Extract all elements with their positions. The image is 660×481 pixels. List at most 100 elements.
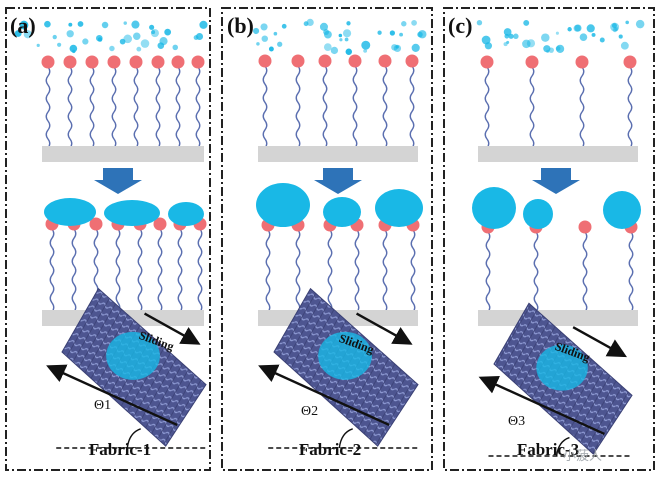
panel-a-title: Fabric-1 — [88, 440, 152, 459]
alkyl-chain — [533, 231, 539, 313]
water-droplet — [401, 21, 407, 27]
sliding-droplet — [318, 331, 372, 380]
water-droplet — [614, 26, 619, 32]
water-droplet — [323, 29, 330, 36]
gravity-arrow — [478, 375, 605, 436]
water-droplet — [57, 42, 62, 47]
water-droplet — [319, 22, 328, 31]
water-droplet — [104, 200, 160, 226]
polar-head — [107, 55, 121, 69]
water-droplet — [252, 27, 260, 35]
down-arrow-body — [541, 168, 571, 180]
substrate — [42, 146, 204, 162]
water-droplet — [19, 20, 29, 30]
water-droplet — [157, 42, 165, 49]
water-droplet — [481, 35, 491, 45]
water-droplet — [375, 189, 423, 227]
water-droplet — [256, 183, 310, 227]
water-droplet — [526, 39, 536, 48]
alkyl-chain — [354, 229, 360, 313]
water-droplet — [513, 33, 519, 40]
sliding-droplet — [536, 344, 588, 391]
water-droplet — [69, 44, 78, 53]
water-droplet — [567, 27, 572, 32]
water-droplet — [14, 30, 22, 37]
gravity-arrow — [258, 364, 390, 427]
alkyl-chain — [177, 228, 183, 313]
polar-head — [578, 220, 592, 234]
substrate — [258, 146, 418, 162]
alkyl-chain — [409, 65, 415, 149]
polar-head — [151, 55, 165, 69]
water-droplet — [72, 49, 76, 54]
polar-head — [480, 55, 494, 69]
water-droplet — [586, 24, 595, 33]
water-droplet — [330, 46, 339, 55]
polar-head — [348, 54, 362, 68]
water-droplet — [123, 34, 132, 44]
sliding-arrow — [143, 312, 201, 345]
water-droplet — [620, 41, 629, 50]
water-droplet — [635, 19, 645, 29]
alkyl-chain — [89, 66, 95, 149]
substrate — [478, 310, 638, 326]
water-droplet — [66, 30, 74, 38]
water-droplet — [573, 24, 581, 32]
alkyl-chain — [579, 66, 585, 149]
panel-b-title: Fabric-2 — [298, 440, 362, 459]
water-droplet — [281, 23, 287, 29]
water-droplet — [149, 24, 155, 30]
alkyl-chain — [322, 65, 328, 149]
water-droplet — [133, 32, 141, 40]
panel-b-graphics — [252, 18, 427, 449]
alkyl-chain — [195, 66, 201, 149]
water-droplet — [599, 37, 605, 43]
water-droplet — [96, 34, 103, 42]
water-droplet — [393, 44, 402, 53]
water-droplet — [399, 32, 403, 37]
water-droplet — [256, 42, 260, 46]
polar-head — [41, 55, 55, 69]
water-droplet — [131, 20, 140, 29]
polar-head — [318, 54, 332, 68]
water-droplet — [612, 27, 618, 33]
water-droplet — [199, 20, 208, 29]
water-droplet — [68, 22, 73, 27]
water-droplet — [339, 38, 343, 42]
polar-head — [153, 217, 167, 231]
polar-head — [191, 55, 205, 69]
water-droplet — [338, 33, 343, 38]
water-droplet — [377, 30, 382, 35]
polar-head — [63, 55, 77, 69]
water-droplet — [472, 187, 516, 229]
water-droplet — [23, 30, 32, 39]
water-droplet — [52, 34, 57, 40]
water-droplet — [555, 31, 559, 35]
water-droplet — [555, 46, 561, 51]
water-droplet — [196, 32, 204, 41]
water-droplet — [164, 28, 172, 36]
water-droplet — [323, 43, 332, 51]
water-droplet — [346, 21, 351, 26]
water-droplet — [82, 38, 89, 45]
alkyl-chain — [157, 228, 163, 313]
polar-head — [623, 55, 637, 69]
water-droplet — [522, 39, 531, 49]
water-droplet — [268, 46, 274, 52]
water-droplet — [44, 20, 51, 28]
angle-arc — [126, 428, 141, 449]
sliding-droplet — [106, 331, 160, 380]
alkyl-chain — [484, 66, 490, 149]
panel-a-label: (a) — [10, 13, 36, 38]
polar-head — [405, 54, 419, 68]
polar-head — [575, 55, 589, 69]
alkyl-chain — [111, 66, 117, 149]
alkyl-chain — [382, 65, 388, 149]
panel-c-label: (c) — [448, 13, 473, 38]
water-droplet — [618, 34, 623, 39]
alkyl-chain — [265, 229, 271, 313]
water-droplet — [546, 49, 550, 53]
water-droplet — [123, 21, 127, 25]
water-droplet — [541, 33, 550, 42]
sliding-arrow — [572, 326, 627, 358]
